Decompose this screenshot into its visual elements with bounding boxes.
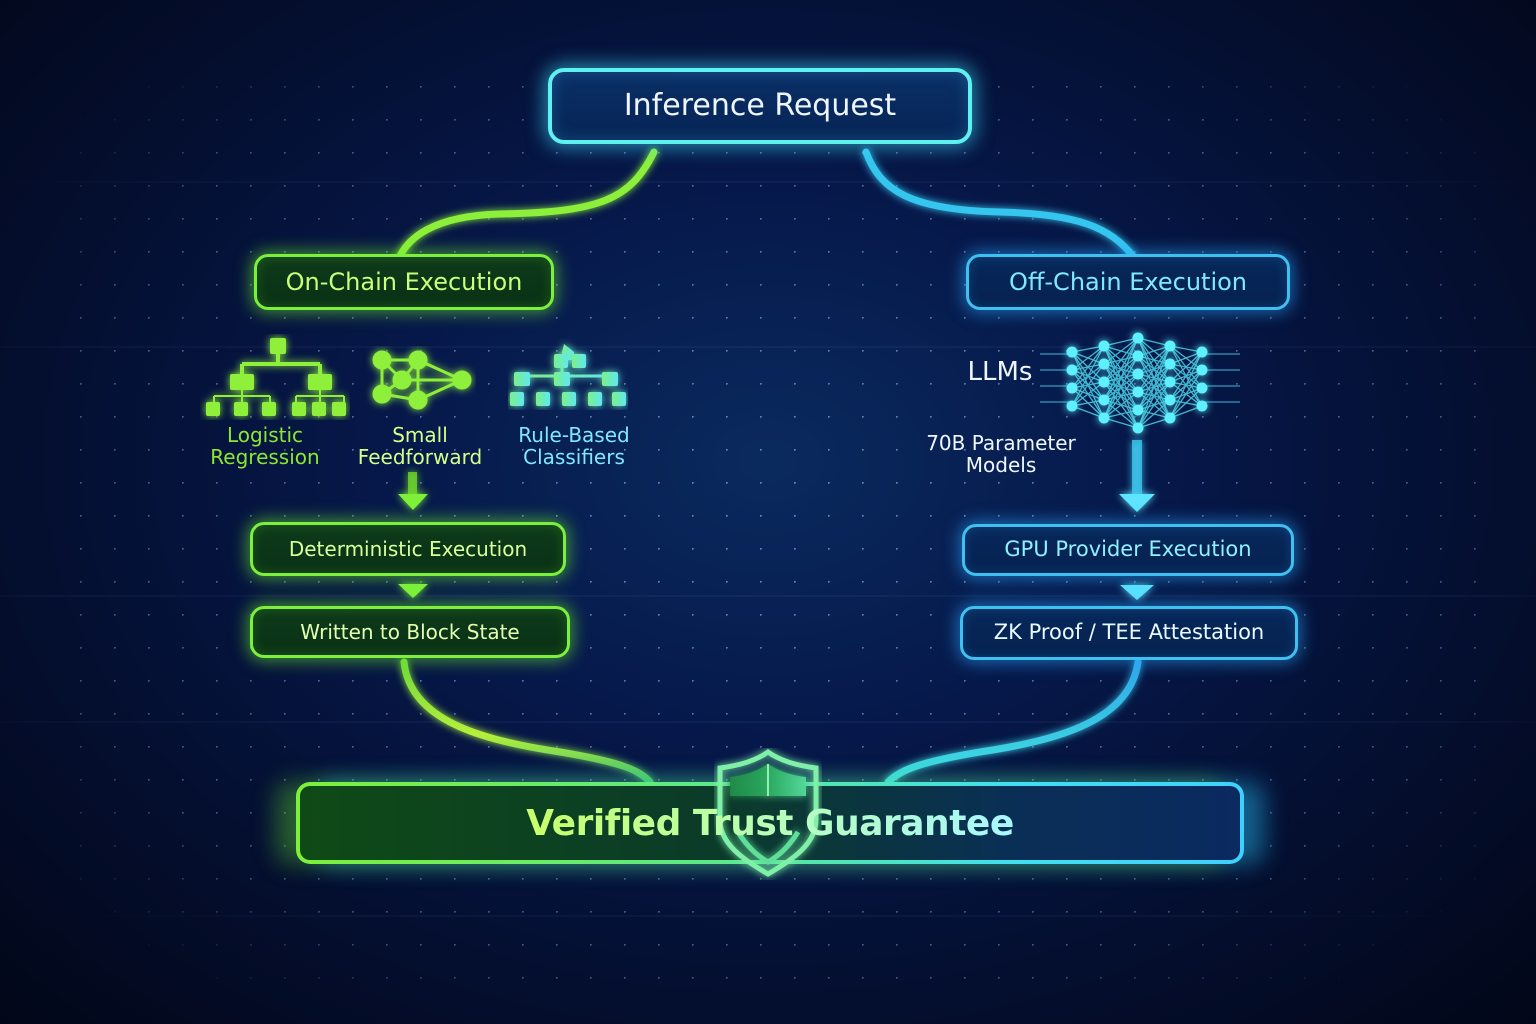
model-label-small-feedforward: Small Feedforward <box>350 424 490 469</box>
model-label-logistic-regression: Logistic Regression <box>200 424 330 469</box>
neural-network-icon <box>1040 332 1240 434</box>
rule-pyramid-icon <box>510 344 626 406</box>
written-to-block-state-label: Written to Block State <box>300 619 520 644</box>
off-chain-execution-label: Off-Chain Execution <box>1008 267 1248 296</box>
shield-icon <box>717 748 819 877</box>
label-line: Models <box>965 453 1037 478</box>
verified-trust-guarantee-label: Verified Trust Guarantee <box>526 802 1014 844</box>
written-to-block-state-node[interactable]: Written to Block State <box>250 606 570 658</box>
label-line: Classifiers <box>523 445 625 470</box>
gpu-provider-execution-label: GPU Provider Execution <box>1004 537 1252 562</box>
label-line: 70B Parameter <box>926 431 1076 455</box>
gpu-provider-execution-node[interactable]: GPU Provider Execution <box>962 524 1294 576</box>
connector-offchain-to-result <box>884 658 1142 786</box>
deterministic-execution-node[interactable]: Deterministic Execution <box>250 522 566 576</box>
label-line: Regression <box>210 445 320 470</box>
inference-request-label: Inference Request <box>623 88 897 124</box>
label-line: Feedforward <box>357 445 483 470</box>
graph-network-icon <box>372 350 472 410</box>
verified-trust-guarantee-node[interactable]: Verified Trust Guarantee <box>296 782 1244 864</box>
inference-request-node[interactable]: Inference Request <box>548 68 972 144</box>
connector-root-to-offchain <box>862 148 1137 260</box>
on-chain-execution-label: On-Chain Execution <box>285 267 523 296</box>
label-line: Small <box>392 423 448 447</box>
label-line: Rule-Based <box>518 423 630 447</box>
parameter-models-label: 70B Parameter Models <box>918 432 1084 477</box>
arrow-down-icon <box>1119 440 1155 512</box>
zk-proof-tee-attestation-label: ZK Proof / TEE Attestation <box>993 620 1265 645</box>
tree-hierarchy-icon <box>206 338 346 416</box>
zk-proof-tee-attestation-node[interactable]: ZK Proof / TEE Attestation <box>960 606 1298 660</box>
deterministic-execution-label: Deterministic Execution <box>288 536 528 561</box>
label-line: Logistic <box>226 423 304 447</box>
on-chain-execution-node[interactable]: On-Chain Execution <box>254 254 554 310</box>
connector-onchain-to-result <box>400 658 654 786</box>
llms-label: LLMs <box>967 357 1033 387</box>
connector-root-to-onchain <box>396 148 658 260</box>
arrow-down-icon <box>398 472 428 510</box>
off-chain-execution-node[interactable]: Off-Chain Execution <box>966 254 1290 310</box>
arrow-down-icon <box>1120 585 1154 600</box>
arrow-down-icon <box>398 584 428 598</box>
model-label-rule-based-classifiers: Rule-Based Classifiers <box>504 424 644 469</box>
